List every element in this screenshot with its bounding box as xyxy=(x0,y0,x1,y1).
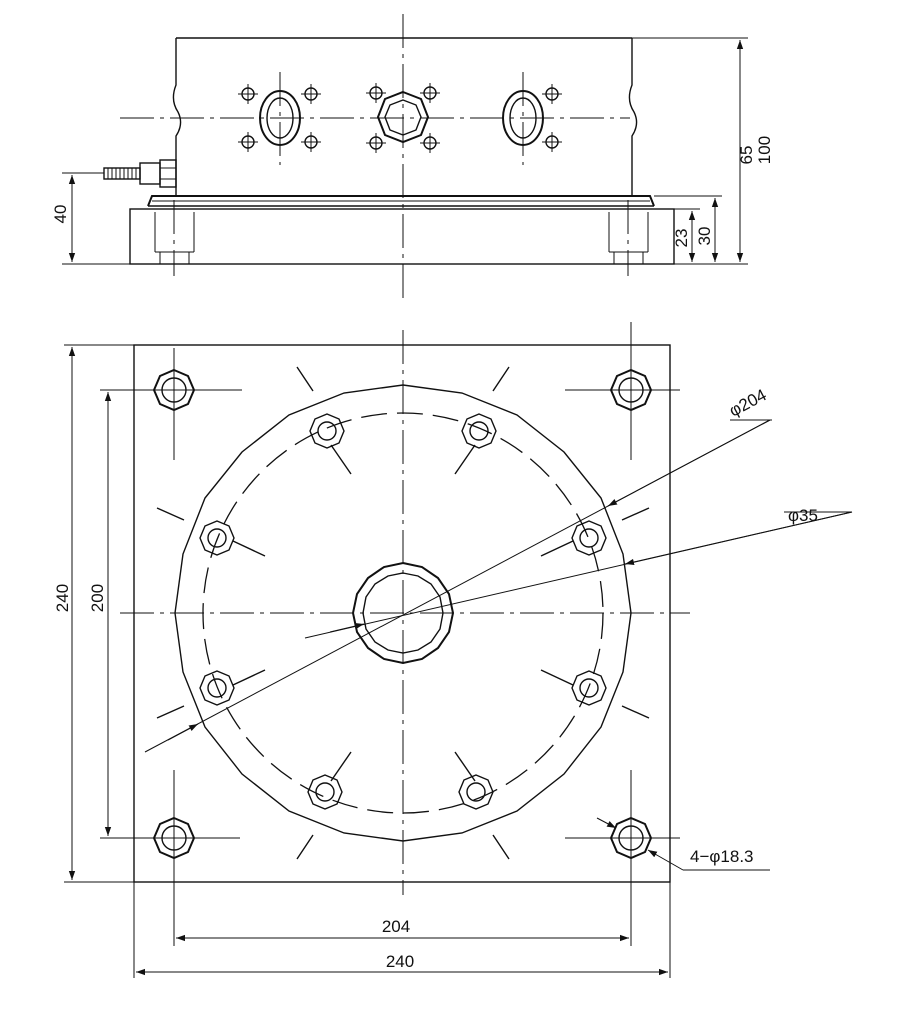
corner-hole-top-left xyxy=(128,348,242,460)
corner-hole-bottom-right xyxy=(565,770,680,875)
plan-view: 240 200 204 240 φ204 φ35 4−φ18.3 xyxy=(53,322,853,978)
dim-240-horizontal-label: 240 xyxy=(386,952,414,971)
radial-ticks xyxy=(156,366,650,860)
body-left-break xyxy=(172,38,182,197)
flange-bolt-hole-5 xyxy=(199,670,235,706)
side-view: 100 65 30 23 40 xyxy=(51,14,774,300)
corner-hole-top-right xyxy=(565,322,680,460)
dia-204-label: φ204 xyxy=(726,385,770,420)
dim-30-label: 30 xyxy=(695,227,714,246)
hole-pattern-left xyxy=(238,72,321,165)
flange-bolt-hole-7 xyxy=(307,774,343,810)
flange-bolt-hole-4 xyxy=(571,520,607,556)
base-bolt-left xyxy=(154,212,195,264)
dia-35-label: φ35 xyxy=(788,506,818,525)
dim-240-vertical-label: 240 xyxy=(53,584,72,612)
dim-100-label: 100 xyxy=(755,136,774,164)
flange-bolt-hole-2 xyxy=(461,413,497,449)
cell-plate xyxy=(147,195,655,207)
dim-200-vertical-label: 200 xyxy=(88,584,107,612)
dim-23-label: 23 xyxy=(672,229,691,248)
flange-bolt-hole-8 xyxy=(458,774,494,810)
flange-bolt-hole-3 xyxy=(199,520,235,556)
dim-204-horizontal-label: 204 xyxy=(382,917,410,936)
body-right-break xyxy=(628,38,638,197)
corner-hole-bottom-left xyxy=(128,770,240,875)
base-block xyxy=(129,208,675,265)
dim-65-label: 65 xyxy=(737,146,756,165)
dim-40-label: 40 xyxy=(51,205,70,224)
corner-hole-leader xyxy=(596,817,617,829)
cable-connector xyxy=(103,159,177,188)
corner-holes-label: 4−φ18.3 xyxy=(690,847,754,866)
flange-bolt-hole-6 xyxy=(571,670,607,706)
flange-bolt-hole-1 xyxy=(309,413,345,449)
